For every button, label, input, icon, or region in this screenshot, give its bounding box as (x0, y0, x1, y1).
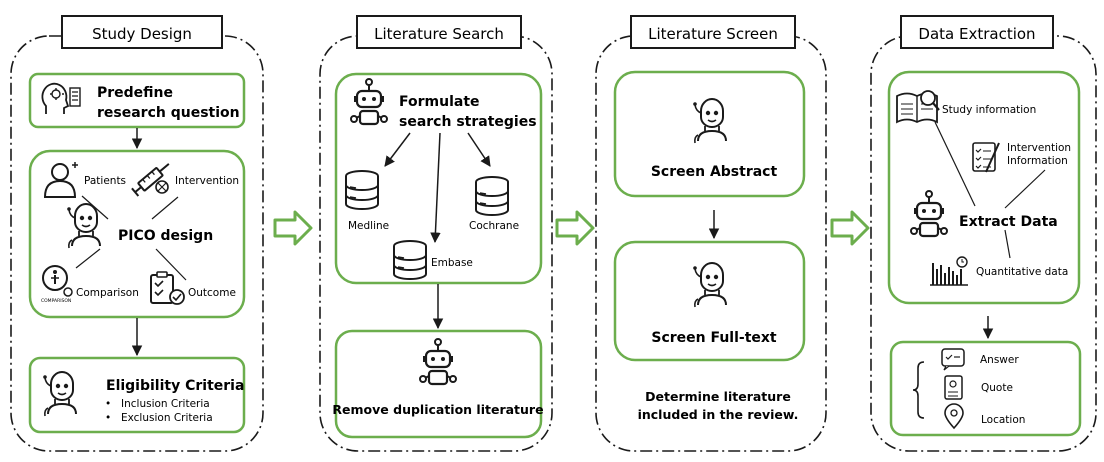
intervention-label: Intervention (175, 175, 239, 187)
inclusion-label: Inclusion Criteria (121, 398, 210, 410)
location-pin-icon (944, 403, 964, 430)
panel-data-extraction: Data Extraction Study information Interv… (870, 15, 1097, 452)
study-info-label: Study information (942, 104, 1036, 116)
answer-chat-icon (941, 348, 965, 371)
flow-arrow-2 (555, 210, 595, 246)
panel-title: Literature Search (374, 25, 504, 43)
line-intervention-pico (151, 196, 179, 220)
quantitative-label: Quantitative data (976, 266, 1068, 278)
syringe-icon (131, 163, 170, 197)
bullet: • (105, 398, 111, 410)
answer-label: Answer (980, 354, 1019, 366)
patients-label: Patients (84, 175, 126, 187)
formulate-line1: Formulate (399, 94, 480, 110)
cochrane-label: Cochrane (469, 220, 519, 232)
outcome-label: Outcome (188, 287, 236, 299)
exclusion-label: Exclusion Criteria (121, 412, 213, 424)
comparison-label: Comparison (76, 287, 139, 299)
pico-box (28, 149, 246, 319)
flow-arrow-1 (273, 210, 313, 246)
flow-arrow-3 (830, 210, 870, 246)
line-study-extract (934, 121, 976, 207)
determine-line1: Determine literature (645, 389, 791, 404)
comparison-icon-text: COMPARISON (41, 298, 71, 304)
pico-label: PICO design (118, 228, 213, 244)
book-search-icon (896, 90, 940, 124)
panel-title: Study Design (92, 25, 192, 43)
quote-document-icon (944, 375, 963, 400)
eligibility-title: Eligibility Criteria (106, 378, 244, 394)
panel-title: Data Extraction (918, 25, 1035, 43)
screen-abstract-label: Screen Abstract (651, 164, 778, 180)
embase-database-icon (393, 240, 427, 280)
thinking-head-icon (41, 82, 81, 114)
intervention-info-line2: Information (1007, 155, 1068, 167)
bullet: • (105, 412, 111, 424)
determine-line2: included in the review. (638, 407, 799, 422)
formulate-line2: search strategies (399, 114, 537, 130)
intervention-info-line1: Intervention (1007, 142, 1071, 154)
eligibility-box (28, 356, 246, 434)
location-label: Location (981, 414, 1025, 426)
arrow-to-medline (384, 132, 411, 167)
predefine-line1: Predefine (97, 85, 173, 101)
line-outcome-pico (155, 248, 187, 281)
line-intervention-extract (1004, 169, 1046, 209)
line-quantitative-extract (1004, 229, 1011, 259)
bar-chart-icon (930, 256, 968, 286)
arrow-to-embase (430, 132, 441, 244)
panel-literature-search: Literature Search Formulate search strat… (319, 15, 553, 452)
quote-label: Quote (981, 382, 1013, 394)
clipboard-check-icon (150, 271, 185, 305)
outputs-box (889, 340, 1082, 437)
line-comparison-pico (75, 248, 101, 269)
remove-dup-label: Remove duplication literature (332, 402, 543, 417)
screen-fulltext-label: Screen Full-text (651, 330, 777, 346)
extract-data-label: Extract Data (959, 214, 1058, 230)
patient-icon (43, 162, 78, 198)
cochrane-database-icon (475, 176, 509, 216)
panel-literature-screen: Literature Screen Screen Abstract Screen… (595, 15, 827, 452)
predefine-line2: research question (97, 105, 240, 121)
predefine-box (28, 72, 246, 129)
medline-label: Medline (348, 220, 389, 232)
checklist-pen-icon (972, 142, 1000, 173)
embase-label: Embase (431, 257, 473, 269)
panel-title: Literature Screen (648, 25, 778, 43)
medline-database-icon (345, 170, 379, 210)
extraction-box (887, 70, 1081, 305)
comparison-icon (42, 265, 73, 297)
brace (912, 361, 925, 419)
panel-study-design: Study Design Predefine research question… (10, 15, 264, 452)
arrow-to-cochrane (467, 132, 491, 167)
